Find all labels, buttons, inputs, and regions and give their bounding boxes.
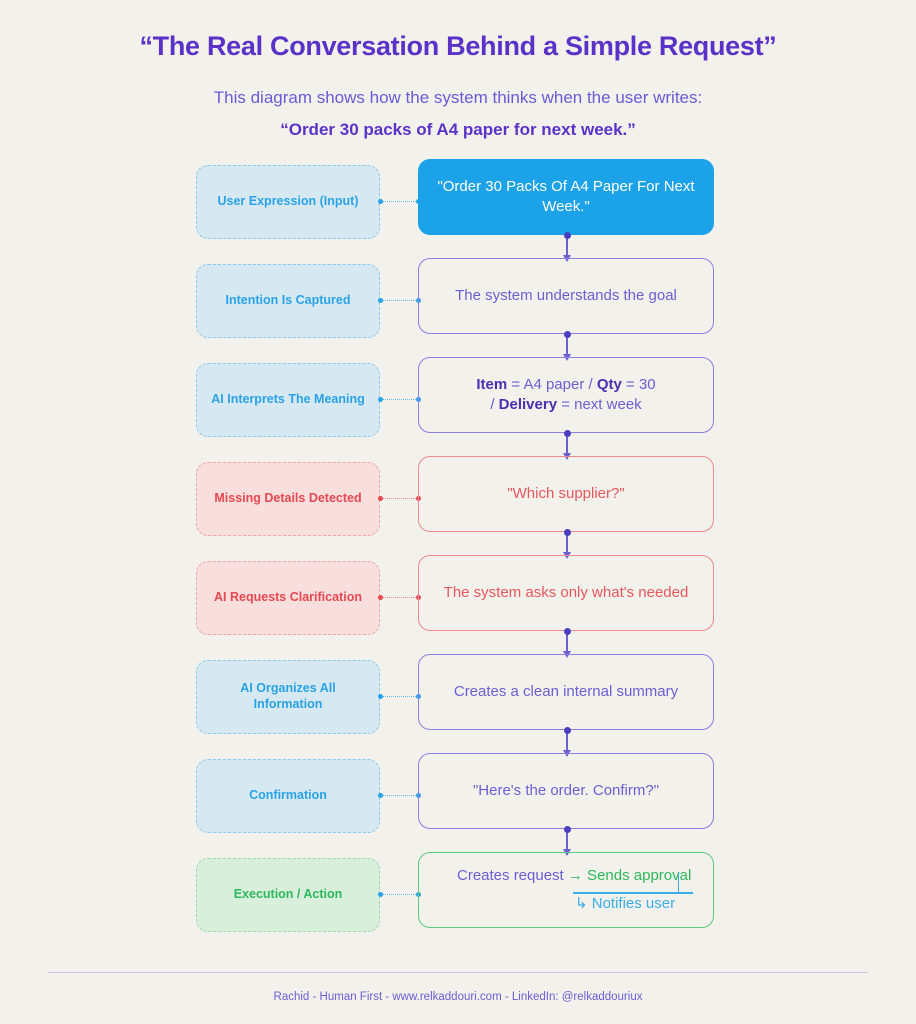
node-which-supplier[interactable]: "Which supplier?" [418,455,714,532]
branch-line-icon [573,891,693,894]
page-subtitle-line1: This diagram shows how the system thinks… [213,87,703,107]
diagram-row: User Expression (Input) "Order 30 Packs … [178,158,738,262]
chip-connector [378,693,421,699]
stage-label-intention-captured[interactable]: Intention Is Captured [196,263,380,338]
flow-arrow [562,825,571,856]
node-parsed-entities[interactable]: Item = A4 paper / Qty = 30 / Delivery = n… [418,356,714,433]
flow-arrow [562,528,571,559]
node-internal-summary[interactable]: Creates a clean internal summary [418,653,714,730]
flow-arrow [562,330,571,361]
diagram-row: Missing Details Detected "Which supplier… [178,455,738,559]
execution-creates-request: Creates request [457,866,568,884]
chip-connector [378,297,421,303]
entity-item-value: = A4 paper / [507,375,597,393]
flow-arrow [562,726,571,757]
node-confirm-order[interactable]: "Here's the order. Confirm?" [418,752,714,829]
stage-label-ai-interprets[interactable]: AI Interprets The Meaning [196,362,380,437]
chip-connector [378,792,421,798]
diagram-row: Confirmation "Here's the order. Confirm?… [178,752,738,856]
stage-label-ai-requests-clarification[interactable]: AI Requests Clarification [196,560,380,635]
chip-connector [378,198,421,204]
execution-sends-approval: → Sends approval [567,866,692,884]
entity-qty-label: Qty [596,375,622,393]
chip-connector [378,495,421,501]
entity-delivery-prefix: / [490,395,499,413]
node-asks-only-needed[interactable]: The system asks only what's needed [418,554,714,631]
stage-label-ai-organizes[interactable]: AI Organizes All Information [196,659,380,734]
diagram-row: AI Interprets The Meaning Item = A4 pape… [178,356,738,460]
branch-corner-icon [665,872,679,893]
stage-label-missing-details[interactable]: Missing Details Detected [196,461,380,536]
stage-label-execution-action[interactable]: Execution / Action [196,857,380,932]
diagram-row: AI Organizes All Information Creates a c… [178,653,738,757]
flow-arrow [562,627,571,658]
page-header: “The Real Conversation Behind a Simple R… [0,0,916,141]
page-subtitle-line2: “Order 30 packs of A4 paper for next wee… [280,119,636,139]
flow-diagram: User Expression (Input) "Order 30 Packs … [178,141,738,951]
flow-arrow [562,429,571,460]
node-user-request[interactable]: "Order 30 Packs Of A4 Paper For Next Wee… [418,158,714,235]
chip-connector [378,594,421,600]
entity-qty-value: = 30 [621,375,656,393]
chip-connector [378,396,421,402]
node-execution-actions[interactable]: Creates request → Sends approval ↳ Notif… [418,851,714,928]
entity-delivery-label: Delivery [498,395,558,413]
flow-arrow [562,231,571,262]
page-title: “The Real Conversation Behind a Simple R… [139,31,777,61]
entity-delivery-value: = next week [557,395,642,413]
diagram-row: Intention Is Captured The system underst… [178,257,738,361]
footer-divider [48,972,868,973]
footer-credit: Rachid - Human First - www.relkaddouri.c… [273,991,643,1003]
execution-notifies-user: ↳ Notifies user [575,894,676,912]
stage-label-confirmation[interactable]: Confirmation [196,758,380,833]
stage-label-user-expression[interactable]: User Expression (Input) [196,164,380,239]
diagram-row: Execution / Action Creates request → Sen… [178,851,738,951]
execution-primary-line: Creates request → Sends approval [457,866,691,886]
diagram-row: AI Requests Clarification The system ask… [178,554,738,658]
entity-item-label: Item [476,375,508,393]
node-understands-goal[interactable]: The system understands the goal [418,257,714,334]
chip-connector [378,891,421,897]
